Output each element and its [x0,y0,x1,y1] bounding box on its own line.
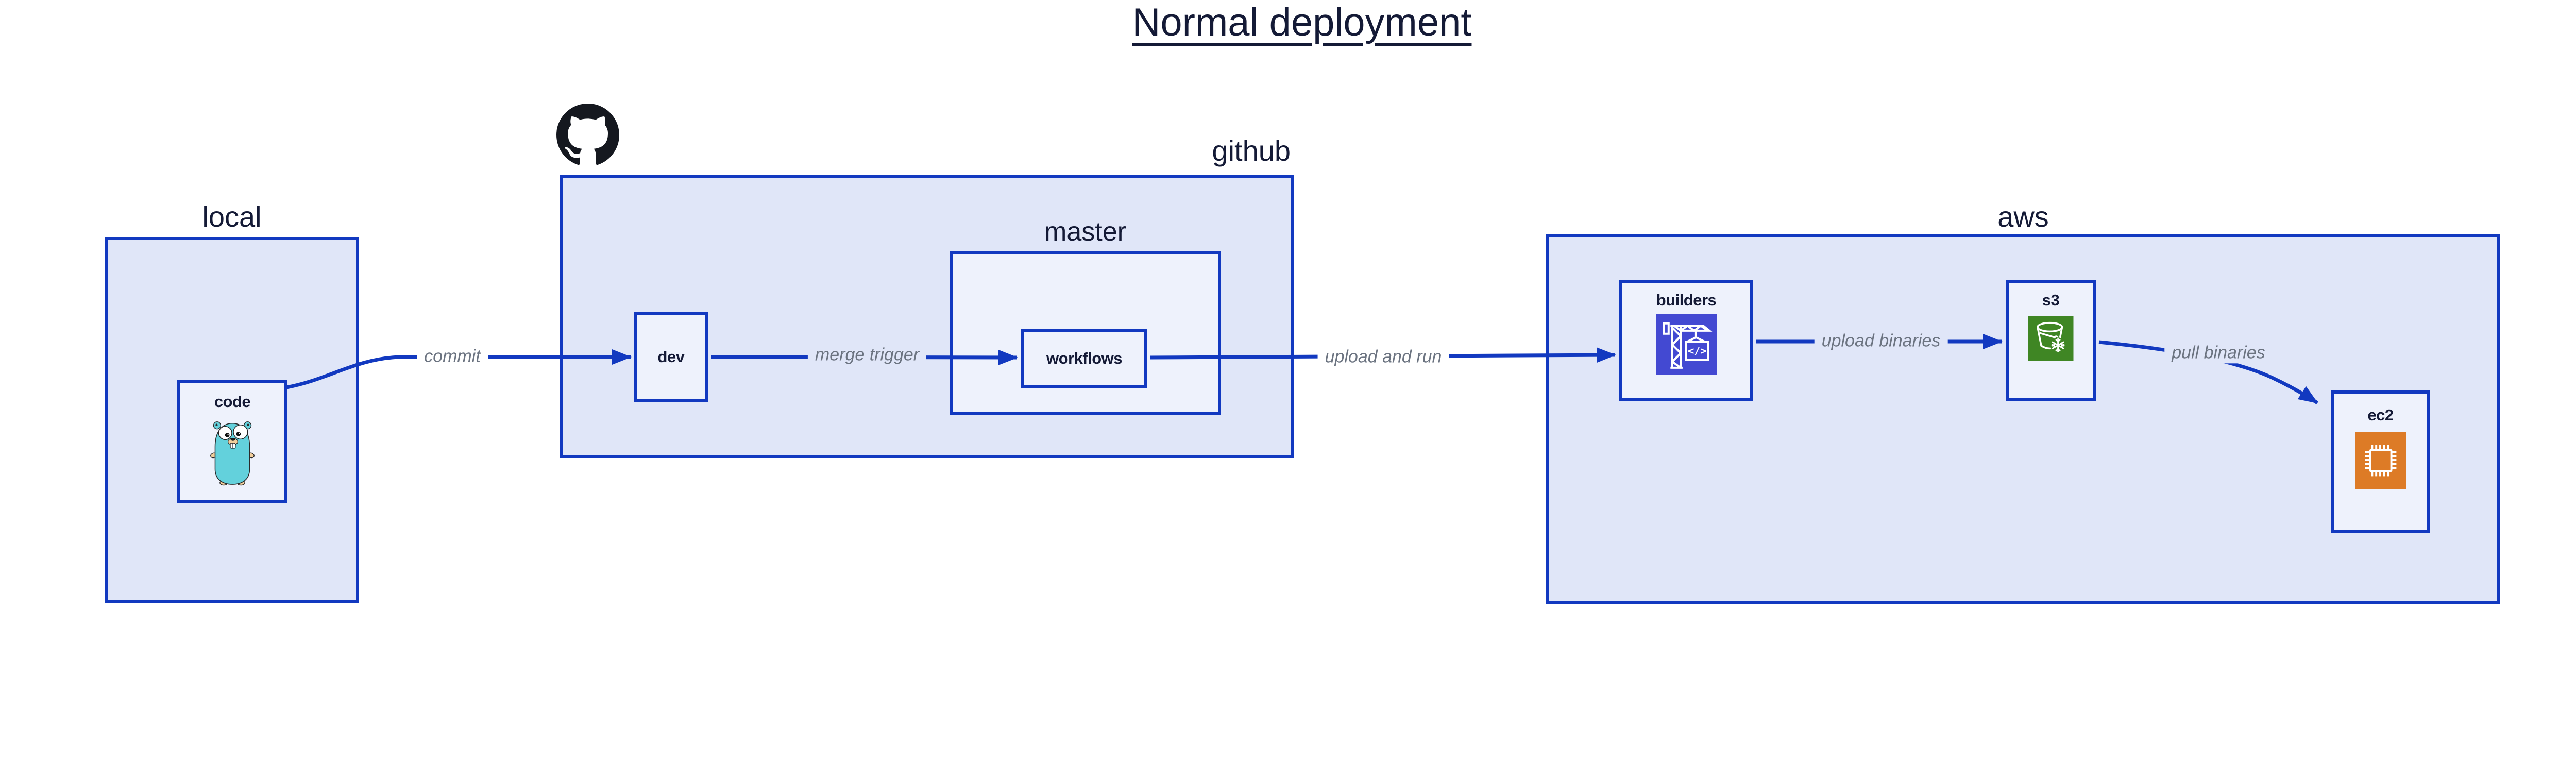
code-node-label: code [214,393,251,411]
builders-node-label: builders [1656,291,1717,309]
github-octocat-icon [556,104,619,165]
go-gopher-icon [210,421,255,486]
edge-label-upload-binaries: upload binaries [1814,330,1948,352]
workflows-node: workflows [1021,329,1147,388]
dev-node-label: dev [657,347,685,366]
workflows-node-label: workflows [1046,349,1123,367]
ec2-node-label: ec2 [2367,406,2394,424]
builders-node: builders </> [1619,280,1753,401]
code-node: code [177,380,287,503]
ec2-chip-icon [2355,432,2406,489]
edge-label-commit: commit [417,346,488,367]
aws-group-label: aws [1997,200,2049,233]
s3-node-label: s3 [2042,291,2060,309]
github-group-label: github [1212,134,1291,167]
dev-node: dev [634,312,708,402]
codebuild-code-glyph: </> [1688,345,1706,357]
edge-label-upload-and-run: upload and run [1317,346,1449,368]
s3-glacier-bucket-icon [2028,316,2074,361]
ec2-node: ec2 [2331,390,2430,533]
master-group-label: master [1044,217,1126,247]
edge-label-pull-binaries: pull binaries [2164,342,2273,364]
codebuild-crane-icon: </> [1656,314,1717,375]
s3-node: s3 [2006,280,2096,401]
edge-label-merge-trigger: merge trigger [807,344,927,366]
diagram-title: Normal deployment [1132,1,1472,44]
local-group-label: local [202,200,262,233]
